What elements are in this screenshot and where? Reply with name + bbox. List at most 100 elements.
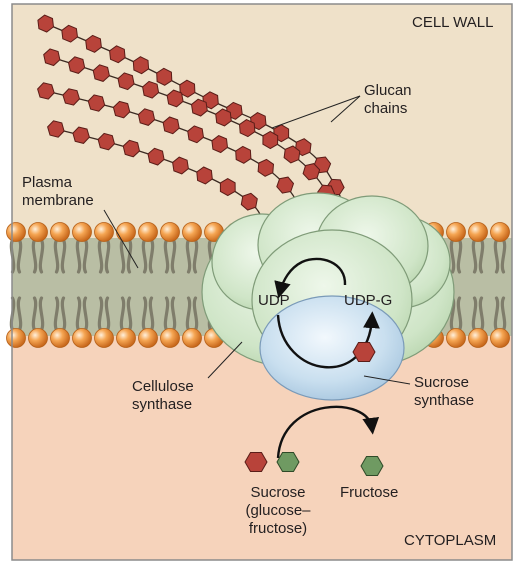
glucose-unit: [187, 125, 205, 144]
glucose-unit: [238, 119, 256, 138]
plasma-membrane-label: Plasma membrane: [22, 174, 94, 209]
lipid-tail: [38, 296, 45, 332]
lipid-head: [446, 328, 466, 348]
lipid-head: [160, 328, 180, 348]
glucose-unit: [179, 79, 196, 98]
glucose-unit: [196, 166, 213, 185]
lipid-head: [138, 222, 158, 242]
cell-wall-label: CELL WALL: [412, 14, 494, 31]
lipid-tail: [170, 238, 177, 274]
fructose-label: Fructose: [340, 484, 399, 501]
lipid-tail: [53, 296, 60, 332]
lipid-tail: [31, 238, 38, 274]
lipid-tail: [170, 296, 177, 332]
lipid-tail: [493, 238, 500, 274]
lipid-tail: [148, 296, 155, 332]
glucan-leader-2: [330, 95, 361, 123]
lipid-head: [468, 222, 488, 242]
lipid-head: [6, 328, 26, 348]
lipid-tail: [31, 296, 38, 332]
udpg-cycle-arrow: [276, 311, 380, 369]
sucrose-fructose-hexagon: [276, 452, 300, 472]
lipid-head: [490, 328, 510, 348]
lipid-head: [50, 222, 70, 242]
glucose-unit: [257, 158, 275, 177]
lipid-tail: [192, 296, 199, 332]
lipid-head: [28, 222, 48, 242]
lipid-tail: [97, 238, 104, 274]
glucose-unit: [122, 139, 141, 158]
glucose-unit: [142, 80, 160, 99]
lipid-tail: [104, 238, 111, 274]
sucrose-label: Sucrose (glucose– fructose): [245, 484, 311, 537]
lipid-head: [182, 328, 202, 348]
glucose-unit: [72, 126, 90, 144]
glucose-unit: [283, 145, 301, 164]
lipid-head: [182, 222, 202, 242]
glucose-unit: [190, 98, 208, 117]
glucose-unit: [156, 67, 173, 86]
lipid-tail: [119, 238, 126, 274]
lipid-tail: [104, 296, 111, 332]
frame-border: [11, 3, 513, 561]
sucrose-synthase-label: Sucrose synthase: [414, 374, 475, 409]
lipid-head: [116, 328, 136, 348]
sucrose-glucose-hexagon: [244, 452, 268, 472]
lipid-tail: [126, 238, 133, 274]
glucose-unit: [87, 94, 106, 112]
lipid-head: [72, 328, 92, 348]
lipid-tail: [141, 238, 148, 274]
plasma-membrane-leader: [103, 209, 139, 269]
lipid-tail: [119, 296, 126, 332]
lipid-tail: [97, 296, 104, 332]
glucose-unit: [112, 100, 131, 119]
lipid-tail: [148, 238, 155, 274]
lipid-tail: [60, 296, 67, 332]
lipid-head: [490, 222, 510, 242]
lipid-tail: [141, 296, 148, 332]
glucose-unit: [62, 88, 81, 106]
udp-cycle-arrow: [274, 257, 347, 299]
lipid-tail: [478, 296, 485, 332]
glucose-unit: [137, 108, 156, 126]
lipid-head: [6, 222, 26, 242]
lipid-tail: [163, 296, 170, 332]
lipid-tail: [478, 238, 485, 274]
fructose-hexagon: [360, 456, 384, 476]
udp-label: UDP: [258, 292, 290, 309]
lipid-tail: [449, 238, 456, 274]
lipid-tail: [185, 296, 192, 332]
cytoplasm-region: [12, 330, 512, 560]
glucose-unit: [47, 120, 65, 138]
cytoplasm-label: CYTOPLASM: [404, 532, 497, 549]
lipid-head: [160, 222, 180, 242]
glucose-unit: [219, 178, 236, 197]
glucose-unit: [97, 132, 116, 151]
glucose-unit: [147, 147, 165, 166]
glucose-unit: [240, 192, 258, 211]
lipid-tail: [456, 296, 463, 332]
glucose-unit: [67, 56, 86, 74]
lipid-head: [94, 328, 114, 348]
lipid-tail: [16, 238, 23, 274]
glucose-unit: [166, 89, 184, 108]
glucose-unit: [132, 56, 150, 75]
glucose-unit: [61, 24, 79, 43]
lipid-tail: [75, 238, 82, 274]
lipid-tail: [192, 238, 199, 274]
lipid-head: [72, 222, 92, 242]
glucose-unit: [276, 176, 295, 194]
lipid-tail: [163, 238, 170, 274]
lipid-tail: [500, 238, 507, 274]
lipid-tail: [75, 296, 82, 332]
glucose-unit: [109, 45, 126, 64]
glucose-unit: [172, 156, 189, 175]
lipid-head: [50, 328, 70, 348]
lipid-tail: [38, 238, 45, 274]
glucan-chains-label: Glucan chains: [364, 82, 412, 117]
glucose-unit: [37, 14, 55, 33]
glucose-unit: [211, 135, 229, 154]
lipid-tail: [82, 296, 89, 332]
cellulose-synthase-label: Cellulose synthase: [132, 378, 194, 413]
